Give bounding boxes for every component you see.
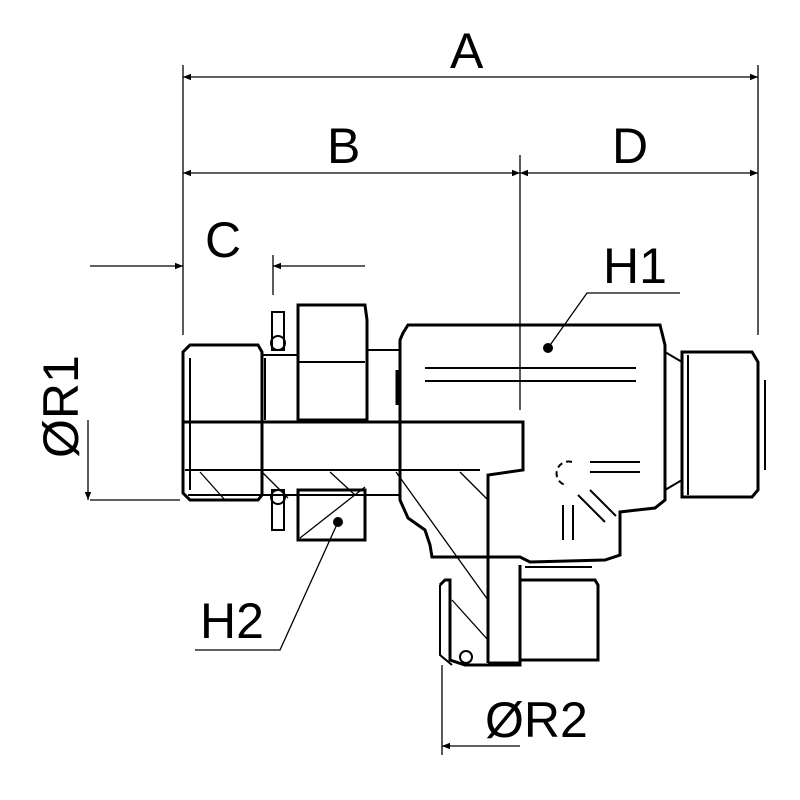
label-r2: ØR2: [485, 692, 588, 748]
label-h2: H2: [200, 593, 264, 649]
h2-leader: [195, 521, 339, 651]
label-r1: ØR1: [33, 355, 89, 458]
dimension-lines: [84, 73, 758, 750]
label-b: B: [327, 118, 360, 174]
h1-leader: [547, 292, 680, 349]
extension-lines: [90, 65, 759, 755]
label-a: A: [450, 23, 484, 79]
label-h1: H1: [603, 238, 667, 294]
dimension-labels: A B D C H1 H2 ØR1 ØR2: [33, 23, 667, 748]
label-d: D: [612, 118, 648, 174]
fitting-body: [181, 303, 766, 667]
label-c: C: [205, 212, 241, 268]
leader-lines: [195, 292, 680, 651]
